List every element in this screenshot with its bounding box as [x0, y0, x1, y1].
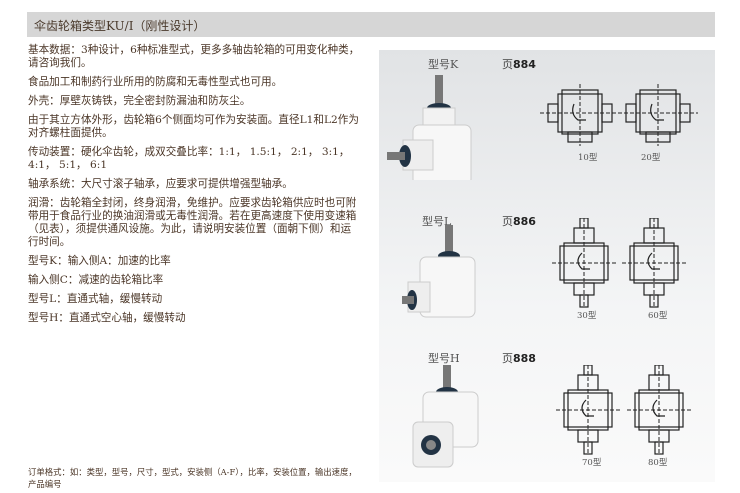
page-number: 886 [513, 215, 536, 228]
paragraph-model-l: 型号L：直通式轴，缓慢转动 [28, 293, 163, 305]
paragraph-model-k: 型号K：输入侧A：加速的比率 [28, 255, 171, 267]
paragraph-bearings: 轴承系统：大尺寸滚子轴承，应要求可提供增强型轴承。 [28, 178, 293, 190]
paragraph-input-c: 输入侧C：减速的齿轮箱比率 [28, 274, 164, 286]
order-format: 订单格式：如：类型，型号，尺寸，型式，安装侧（A-F），比率，安装位置，输出速度… [28, 467, 357, 489]
paragraph-lubrication: 润滑：齿轮箱全封闭，终身润滑，免维护。应要求齿轮箱供应时也可附带用于食品行业的换… [28, 197, 357, 248]
page-prefix: 页 [502, 58, 513, 71]
diagram-60 [622, 218, 686, 308]
paragraph-model-h: 型号H：直通式空心轴，缓慢转动 [28, 312, 186, 324]
diagram-30-label: 30型 [577, 311, 597, 321]
section-header: 伞齿轮箱类型KU/I（刚性设计） [27, 12, 715, 37]
page-prefix: 页 [502, 352, 513, 365]
diagram-10 [540, 84, 620, 146]
model-h-page: 页888 [502, 350, 536, 366]
model-l-page: 页886 [502, 213, 536, 229]
paragraph-basic-data: 基本数据：3种设计，6种标准型式，更多多轴齿轮箱的可用变化种类，请咨询我们。 [28, 44, 360, 69]
gearbox-k-image [387, 75, 472, 180]
model-l-title: 型号L [422, 215, 452, 228]
diagram-10-label: 10型 [578, 153, 598, 163]
diagram-20-label: 20型 [641, 153, 661, 163]
diagram-80 [627, 365, 691, 455]
model-k-title: 型号K [428, 58, 459, 71]
description-text: 基本数据：3种设计，6种标准型式，更多多轴齿轮箱的可用变化种类，请咨询我们。 食… [28, 44, 360, 331]
section-title: 伞齿轮箱类型KU/I（刚性设计） [34, 19, 206, 33]
diagram-70 [556, 365, 620, 455]
gearbox-h-image [412, 365, 479, 468]
paragraph-mounting: 由于其立方体外形，齿轮箱6个侧面均可作为安装面。直径L1和L2作为对齐螺柱面提供… [28, 114, 359, 139]
page-number: 888 [513, 352, 536, 365]
paragraph-gearing: 传动装置：硬化伞齿轮，成双交叠比率：1:1， 1.5:1， 2:1， 3:1， … [28, 146, 350, 171]
model-h-title: 型号H [428, 352, 460, 365]
diagram-70-label: 70型 [582, 458, 602, 468]
page-prefix: 页 [502, 215, 513, 228]
diagram-60-label: 60型 [648, 311, 668, 321]
gearbox-l-image [402, 225, 476, 318]
diagram-20 [618, 84, 698, 146]
paragraph-food: 食品加工和制药行业所用的防腐和无毒性型式也可用。 [28, 76, 283, 88]
diagram-30 [552, 218, 616, 308]
diagram-80-label: 80型 [648, 458, 668, 468]
page-number: 884 [513, 58, 536, 71]
model-k-page: 页884 [502, 56, 536, 72]
paragraph-housing: 外壳：厚壁灰铸铁，完全密封防漏油和防灰尘。 [28, 95, 251, 107]
